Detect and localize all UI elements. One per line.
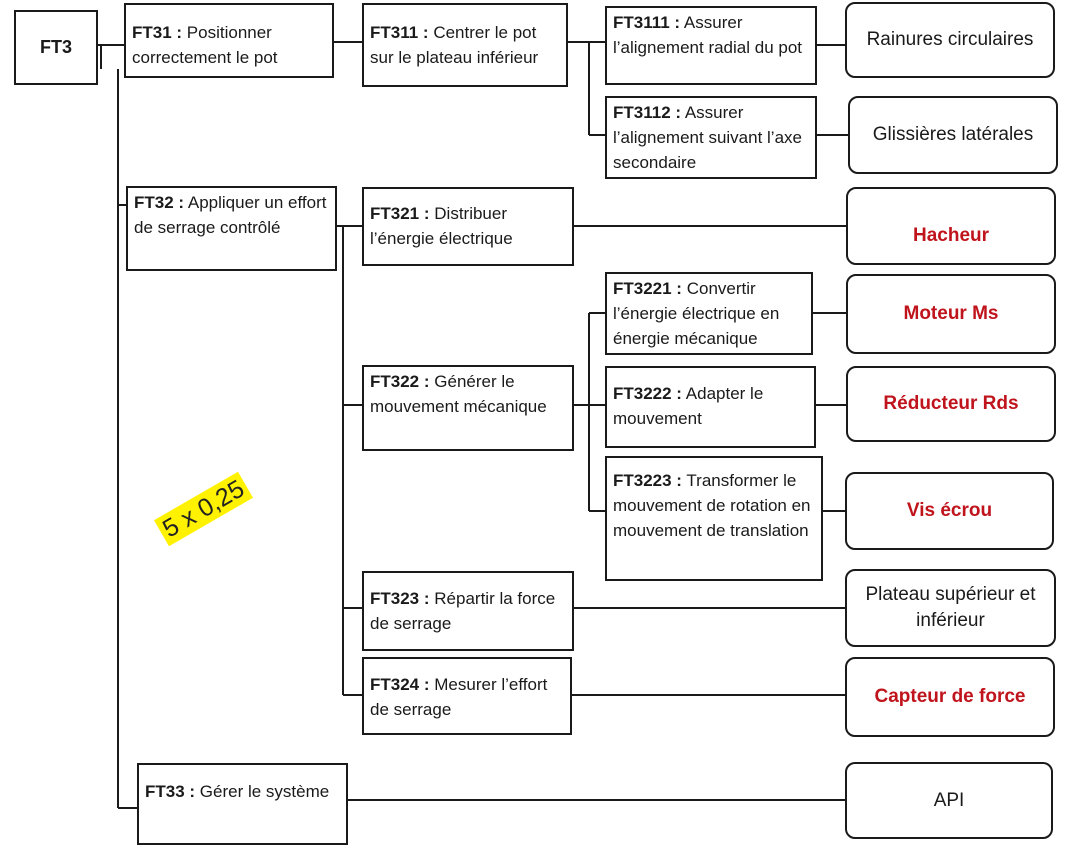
function-ft31: FT31 : Positionner correctement le pot	[124, 3, 334, 78]
function-ft3112: FT3112 : Assurer l’alignement suivant l’…	[605, 96, 817, 179]
function-ft3222: FT3222 : Adapter le mouvement	[605, 366, 816, 448]
solution-plateau-text: Plateau supérieur et inférieur	[865, 584, 1036, 631]
solution-capteur-text: Capteur de force	[874, 686, 1026, 707]
ft3222-text: Adapter le mouvement	[613, 384, 764, 428]
ft311-text: Centrer le pot sur le plateau inférieur	[370, 23, 539, 67]
solution-plateau: Plateau supérieur et inférieur	[845, 569, 1056, 647]
function-ft32: FT32 : Appliquer un effort de serrage co…	[126, 186, 337, 271]
function-ft323: FT323 : Répartir la force de serrage	[362, 571, 574, 651]
ft33-code: FT33 :	[145, 782, 196, 801]
ft3112-text: Assurer l’alignement suivant l’axe secon…	[613, 103, 802, 172]
function-ft324: FT324 : Mesurer l’effort de serrage	[362, 657, 572, 735]
ft323-text: Répartir la force de serrage	[370, 589, 556, 633]
root-function-ft3: FT3	[14, 10, 98, 85]
solution-api: API	[845, 762, 1053, 839]
solution-glissieres-text: Glissières latérales	[872, 124, 1034, 145]
function-ft3223: FT3223 : Transformer le mouvement de rot…	[605, 456, 823, 581]
ft3221-code: FT3221 :	[613, 279, 682, 298]
ft324-text: Mesurer l’effort de serrage	[370, 675, 548, 719]
solution-reducteur-rds: Réducteur Rds	[846, 366, 1056, 442]
ft31-text: Positionner correctement le pot	[132, 23, 278, 67]
ft322-code: FT322 :	[370, 372, 430, 391]
solution-moteur-text: Moteur Ms	[903, 303, 999, 324]
solution-api-text: API	[933, 789, 965, 811]
function-ft322: FT322 : Générer le mouvement mécanique	[362, 365, 574, 451]
ft32-text: Appliquer un effort de serrage contrôlé	[134, 193, 327, 237]
ft321-code: FT321 :	[370, 204, 430, 223]
ft3111-code: FT3111 :	[613, 13, 681, 32]
ft3111-text: Assurer l’alignement radial du pot	[613, 13, 803, 57]
ft322-text: Générer le mouvement mécanique	[370, 372, 547, 416]
solution-rainures-circulaires: Rainures circulaires	[845, 2, 1055, 78]
function-ft3111: FT3111 : Assurer l’alignement radial du …	[605, 6, 817, 85]
function-ft3221: FT3221 : Convertir l’énergie électrique …	[605, 272, 813, 355]
ft3112-code: FT3112 :	[613, 103, 682, 122]
solution-moteur-ms: Moteur Ms	[846, 274, 1056, 354]
solution-rainures-text: Rainures circulaires	[866, 29, 1034, 50]
function-ft33: FT33 : Gérer le système	[137, 763, 348, 845]
solution-reducteur-text: Réducteur Rds	[883, 393, 1019, 414]
ft3223-text: Transformer le mouvement de rotation en …	[613, 471, 811, 540]
ft3222-code: FT3222 :	[613, 384, 682, 403]
solution-capteur-de-force: Capteur de force	[845, 657, 1055, 737]
ft323-code: FT323 :	[370, 589, 430, 608]
ft32-code: FT32 :	[134, 193, 185, 212]
ft31-code: FT31 :	[132, 23, 183, 42]
solution-hacheur-text: Hacheur	[912, 225, 990, 246]
ft33-text: Gérer le système	[199, 782, 330, 801]
ft3221-text: Convertir l’énergie électrique en énergi…	[613, 279, 780, 348]
ft324-code: FT324 :	[370, 675, 430, 694]
ft3-code: FT3	[39, 37, 72, 57]
solution-vis-text: Vis écrou	[906, 500, 993, 521]
solution-hacheur: Hacheur	[846, 187, 1056, 265]
function-ft311: FT311 : Centrer le pot sur le plateau in…	[362, 3, 568, 87]
ft311-code: FT311 :	[370, 23, 429, 42]
ft3223-code: FT3223 :	[613, 471, 682, 490]
solution-vis-ecrou: Vis écrou	[845, 472, 1054, 550]
ft321-text: Distribuer l’énergie électrique	[370, 204, 513, 248]
function-ft321: FT321 : Distribuer l’énergie électrique	[362, 187, 574, 266]
solution-glissieres-laterales: Glissières latérales	[848, 96, 1058, 174]
